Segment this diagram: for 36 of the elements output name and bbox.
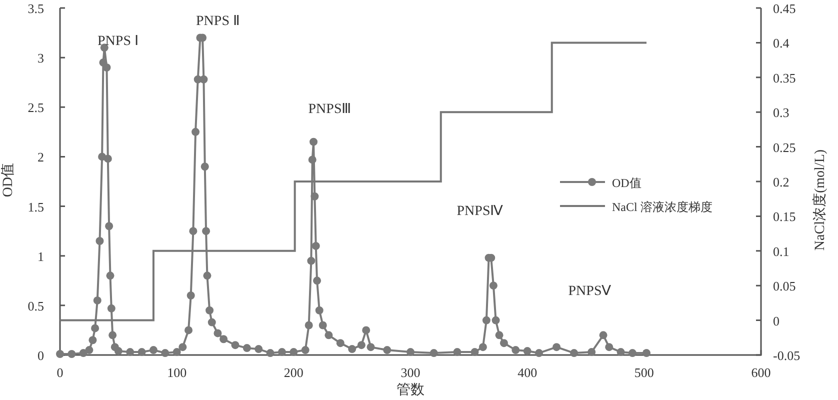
axis-tick-label: 400 [518,365,538,380]
axis-tick-label: 2.5 [28,100,44,116]
legend-label: OD值 [612,176,642,190]
axis-tick-label: -0.05 [773,348,800,363]
legend-label: NaCl 溶液浓度梯度 [612,200,712,214]
axis-title: OD值 [1,162,16,198]
axis-tick-label: 0.5 [28,298,44,314]
axis-title: 管数 [396,383,424,398]
axis-tick-label: 200 [284,365,304,380]
axis-tick-label: 0 [38,348,44,363]
axis-tick-label: 1.5 [28,199,44,214]
axis-tick-label: 600 [751,365,771,380]
peak-label: PNPS Ⅱ [196,14,240,29]
axis-tick-label: 0 [773,313,780,328]
peak-label: PNPS Ⅰ [98,34,138,49]
axis-tick-label: 0.45 [773,1,796,16]
axis-tick-label: 0.25 [773,140,796,155]
axis-title: NaCl浓度(mol/L) [813,149,828,251]
axis-tick-label: 0.05 [773,278,796,294]
axis-tick-label: 0.35 [773,70,796,86]
axis-tick-label: 3 [38,50,44,66]
axis-tick-label: 0.4 [773,36,790,51]
axis-tick-label: 3.5 [28,1,44,16]
axis-tick-label: 0.15 [773,209,796,224]
axis-tick-label: 100 [167,365,187,380]
axis-tick-label: 0.2 [773,174,790,190]
peak-label: PNPSⅣ [456,204,504,219]
axis-tick-label: 0 [56,365,64,380]
axis-tick-label: 500 [634,365,654,380]
axis-tick-label: 0.1 [773,244,790,259]
axis-tick-label: 2 [38,150,44,165]
axis-tick-label: 300 [400,365,420,380]
axis-tick-label: 0.3 [773,105,790,120]
axis-tick-label: 1 [38,248,44,264]
peak-label: PNPSⅤ [568,284,612,299]
peak-label: PNPSⅢ [308,102,352,117]
